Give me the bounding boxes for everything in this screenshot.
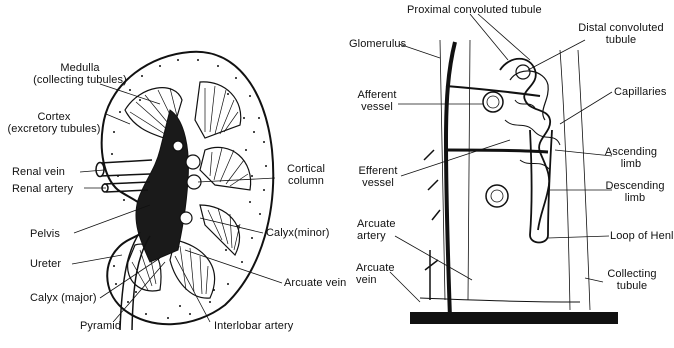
- cortex-subtext: (excretory tubules): [2, 123, 106, 135]
- renal-vein-label: Renal vein: [12, 166, 65, 178]
- cortex-label: Cortex (excretory tubules): [2, 111, 106, 135]
- calyx-minor-label: Calyx(minor): [266, 227, 330, 239]
- ureter-label: Ureter: [30, 258, 61, 270]
- cortical-column-text: Cortical: [276, 163, 336, 175]
- nephron-drawing: [410, 40, 618, 324]
- ascending-text: Ascending: [600, 146, 662, 158]
- proximal-tubule-label: Proximal convoluted tubule: [407, 4, 542, 16]
- medulla-subtext: (collecting tubules): [30, 74, 130, 86]
- arcuate-artery-subtext: artery: [357, 230, 396, 242]
- afferent-subtext: vessel: [352, 101, 402, 113]
- nephron-arcuate-vein-label: Arcuate vein: [356, 262, 395, 286]
- ascending-subtext: limb: [600, 158, 662, 170]
- cortical-column-label: Cortical column: [276, 163, 336, 187]
- renal-artery-label: Renal artery: [12, 183, 73, 195]
- medulla-text: Medulla: [30, 62, 130, 74]
- medulla-label: Medulla (collecting tubules): [30, 62, 130, 86]
- convoluted-tubules: [500, 59, 550, 230]
- glomeruli: [483, 65, 530, 207]
- descending-text: Descending: [601, 180, 669, 192]
- distal-tubule-text: Distal convoluted: [566, 22, 674, 34]
- descending-limb-label: Descending limb: [601, 180, 669, 204]
- arcuate-vessels: [410, 312, 618, 324]
- loop-of-henle: [530, 130, 552, 243]
- arcuate-vein-label: Arcuate vein: [284, 277, 346, 289]
- pelvis-label: Pelvis: [30, 228, 60, 240]
- efferent-branch: [446, 150, 548, 152]
- efferent-subtext: vessel: [352, 177, 404, 189]
- collecting-tubule: [560, 50, 590, 310]
- afferent-vessel-label: Afferent vessel: [352, 89, 402, 113]
- renal-pelvis: [136, 110, 188, 262]
- collecting-tubule-subtext: tubule: [600, 280, 664, 292]
- nephron-arcuate-vein-text: Arcuate: [356, 262, 395, 274]
- afferent-text: Afferent: [352, 89, 402, 101]
- collecting-tubule-label: Collecting tubule: [600, 268, 664, 292]
- loop-of-henle-label: Loop of Henle: [610, 230, 674, 242]
- small-vessels: [424, 150, 440, 300]
- distal-tubule-subtext: tubule: [566, 34, 674, 46]
- glomerulus-label: Glomerulus: [349, 38, 406, 50]
- efferent-text: Efferent: [352, 165, 404, 177]
- cortex-text: Cortex: [2, 111, 106, 123]
- interlobar-artery-label: Interlobar artery: [214, 320, 293, 332]
- capillaries-label: Capillaries: [614, 86, 666, 98]
- collecting-tubule-text: Collecting: [600, 268, 664, 280]
- kidney-drawing: [96, 52, 273, 330]
- pyramid-label: Pyramid: [80, 320, 121, 332]
- cortical-column-subtext: column: [276, 175, 336, 187]
- ascending-limb-label: Ascending limb: [600, 146, 662, 170]
- efferent-vessel-label: Efferent vessel: [352, 165, 404, 189]
- nephron-arcuate-vein-subtext: vein: [356, 274, 395, 286]
- distal-tubule-label: Distal convoluted tubule: [566, 22, 674, 46]
- descending-subtext: limb: [601, 192, 669, 204]
- calyx-major-label: Calyx (major): [30, 292, 97, 304]
- arcuate-artery-text: Arcuate: [357, 218, 396, 230]
- interlobular-artery: [446, 42, 455, 318]
- arcuate-artery-label: Arcuate artery: [357, 218, 396, 242]
